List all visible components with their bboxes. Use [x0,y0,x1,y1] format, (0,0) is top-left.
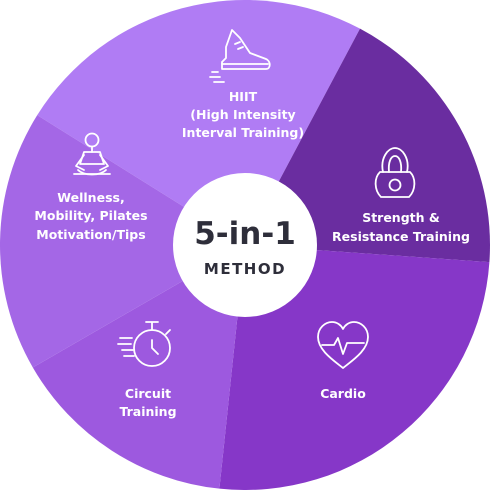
center-title: 5-in-1 [194,216,296,252]
wheel-segment-cardio [219,245,490,490]
svg-text:Circuit: Circuit [125,386,171,401]
segment-label-hiit: HIIT (High Intensity Interval Training) [182,89,304,140]
wheel-segment-strength [245,28,490,263]
wheel-segment-hiit [37,0,361,245]
svg-text:Strength &: Strength & [362,210,440,225]
center-subtitle: METHOD [204,260,286,278]
segment-label-cardio: Cardio [320,386,366,401]
svg-text:Cardio: Cardio [320,386,366,401]
svg-text:HIIT: HIIT [229,89,258,104]
segment-label-circuit: Circuit Training [119,386,176,419]
segment-label-wellness: Wellness, Mobility, Pilates Motivation/T… [34,190,147,242]
kettlebell-icon [374,147,416,198]
center-hub [173,173,317,317]
sneaker-icon [209,29,271,83]
svg-text:Mobility, Pilates: Mobility, Pilates [34,208,147,223]
svg-text:Interval Training): Interval Training) [182,125,304,140]
svg-text:Training: Training [119,404,176,419]
heartbeat-icon [317,321,369,369]
wheel-segment-circuit [32,245,245,489]
wheel-segment-wellness [0,115,245,368]
svg-text:Motivation/Tips: Motivation/Tips [36,227,145,242]
meditation-icon [73,132,111,176]
svg-text:Resistance Training: Resistance Training [332,229,470,244]
svg-text:Wellness,: Wellness, [57,190,124,205]
stopwatch-icon [117,321,171,367]
svg-text:(High Intensity: (High Intensity [190,107,295,122]
segment-label-strength: Strength & Resistance Training [332,210,470,244]
